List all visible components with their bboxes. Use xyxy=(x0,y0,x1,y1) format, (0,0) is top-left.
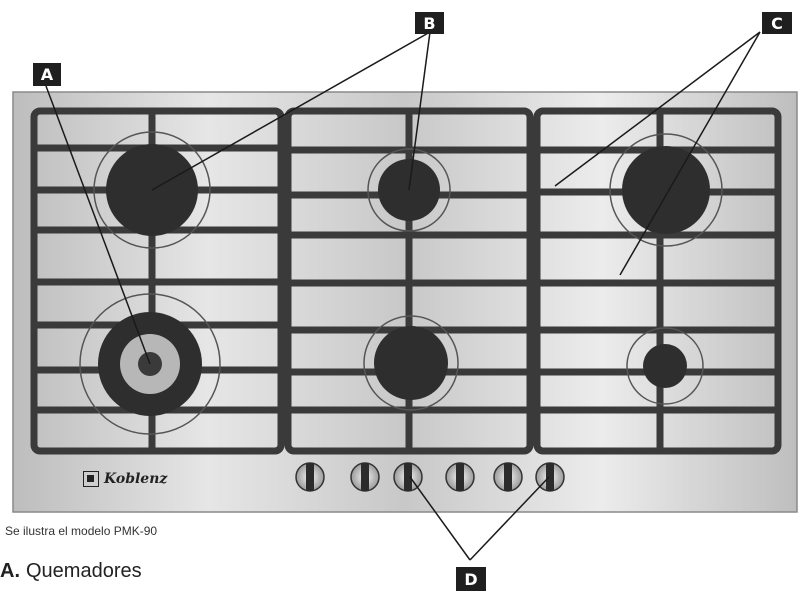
burner-right-bottom xyxy=(626,327,704,405)
leader-lines xyxy=(45,31,761,561)
label-a: A xyxy=(33,63,61,86)
brand-logo: Koblenz xyxy=(83,471,167,487)
model-caption: Se ilustra el modelo PMK-90 xyxy=(5,524,158,538)
knob-2[interactable] xyxy=(350,462,380,492)
brand-name: Koblenz xyxy=(104,471,168,487)
label-b: B xyxy=(415,12,444,34)
label-c: C xyxy=(762,12,792,34)
legend-item-a: A. Quemadores xyxy=(0,560,142,583)
burner-center-bottom xyxy=(363,315,459,411)
label-d: D xyxy=(456,567,486,591)
knob-5[interactable] xyxy=(493,462,523,492)
knob-4[interactable] xyxy=(445,462,475,492)
burner-right-top xyxy=(609,133,723,247)
legend-letter: A. xyxy=(0,560,20,582)
legend-text: Quemadores xyxy=(26,560,142,582)
koblenz-logo-icon xyxy=(83,471,99,487)
knob-1[interactable] xyxy=(295,462,325,492)
grate-right xyxy=(533,107,782,455)
